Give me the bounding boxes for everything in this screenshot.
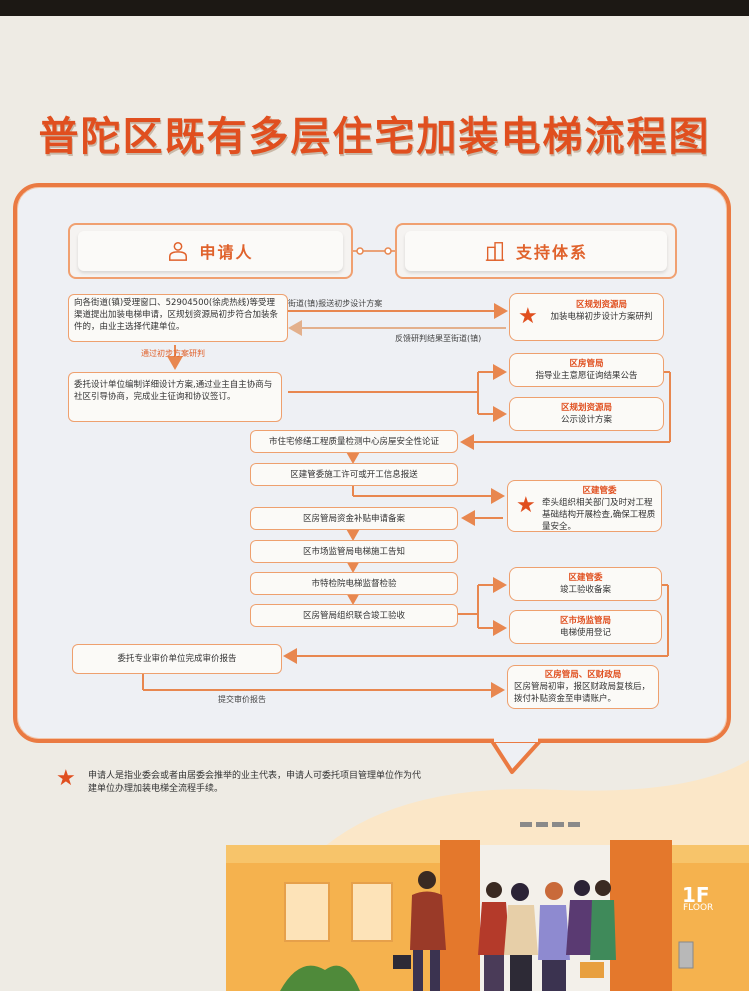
agency-label: 区房管局、区财政局 — [544, 670, 622, 680]
support-construction-inspection: ★ 区建管委 牵头组织相关部门及时对工程基础结构开展检查,确保工程质量安全。 — [507, 480, 662, 532]
person-icon — [169, 242, 188, 261]
applicant-header: 申请人 — [68, 223, 353, 279]
footnote-star-icon: ★ — [56, 766, 76, 791]
agency-label: 区房管局 — [569, 359, 604, 369]
agency-label: 区市场监管局 — [559, 616, 611, 626]
support-text: 公示设计方案 — [560, 415, 612, 425]
support-text: 竣工验收备案 — [559, 585, 611, 595]
support-text: 牵头组织相关部门及时对工程基础结构开展检查,确保工程质量安全。 — [542, 498, 656, 532]
support-subsidy-payment: 区房管局、区财政局 区房管局初审，报区财政局复核后，拨付补贴资金至申请账户。 — [507, 665, 659, 709]
arrow-label-submit-design: 街道(镇)报送初步设计方案 — [288, 299, 383, 308]
step-construction-notice: 区市场监管局电梯施工告知 — [250, 540, 458, 563]
floor-number-sign: 1F — [682, 883, 710, 907]
floor-word: FLOOR — [683, 903, 714, 913]
arrow-label-feedback: 反馈研判结果至街道(镇) — [395, 334, 482, 343]
step-inspection: 市特检院电梯监督检验 — [250, 572, 458, 595]
support-planning-review: ★ 区规划资源局 加装电梯初步设计方案研判 — [509, 293, 664, 341]
support-elevator-registration: 区市场监管局 电梯使用登记 — [509, 610, 662, 644]
support-text: 电梯使用登记 — [559, 628, 611, 638]
star-icon: ★ — [516, 493, 536, 518]
support-housing-consultation: 区房管局 指导业主意愿征询结果公告 — [509, 353, 664, 387]
support-completion-filing: 区建管委 竣工验收备案 — [509, 567, 662, 601]
step-completion-acceptance: 区房管局组织联合竣工验收 — [250, 604, 458, 627]
step-application: 向各街道(镇)受理窗口、52904500(徐虎热线)等受理渠道提出加装电梯申请，… — [68, 294, 288, 342]
support-planning-publicity: 区规划资源局 公示设计方案 — [509, 397, 664, 431]
step-safety-review: 市住宅修缮工程质量检测中心房屋安全性论证 — [250, 430, 458, 453]
agency-label: 区建管委 — [582, 486, 617, 496]
support-label: 支持体系 — [515, 243, 588, 262]
building-icon — [485, 242, 505, 261]
support-text: 指导业主意愿征询结果公告 — [535, 371, 638, 381]
speech-tail — [490, 739, 542, 774]
applicant-label: 申请人 — [199, 243, 254, 262]
support-header: 支持体系 — [395, 223, 677, 279]
page-title: 普陀区既有多层住宅加装电梯流程图 — [38, 114, 711, 160]
support-text: 加装电梯初步设计方案研判 — [550, 312, 653, 322]
agency-label: 区规划资源局 — [575, 300, 627, 310]
arrow-label-pass-review: 通过初步方案研判 — [141, 349, 205, 358]
step-permit: 区建管委施工许可或开工信息报送 — [250, 463, 458, 486]
step-subsidy-filing: 区房管局资金补贴申请备案 — [250, 507, 458, 530]
step-price-audit: 委托专业审价单位完成审价报告 — [72, 644, 282, 674]
footnote: 申请人是指业委会或者由居委会推举的业主代表，申请人可委托项目管理单位作为代建单位… — [88, 771, 422, 794]
step-design: 委托设计单位编制详细设计方案,通过业主自主协商与社区引导协商，完成业主征询和协议… — [68, 372, 282, 422]
agency-label: 区规划资源局 — [560, 403, 612, 413]
agency-label: 区建管委 — [568, 573, 603, 583]
star-icon: ★ — [518, 304, 538, 329]
support-text: 区房管局初审，报区财政局复核后，拨付补贴资金至申请账户。 — [514, 682, 651, 704]
top-dark-strip — [0, 0, 749, 16]
arrow-label-submit-audit: 提交审价报告 — [218, 695, 266, 704]
